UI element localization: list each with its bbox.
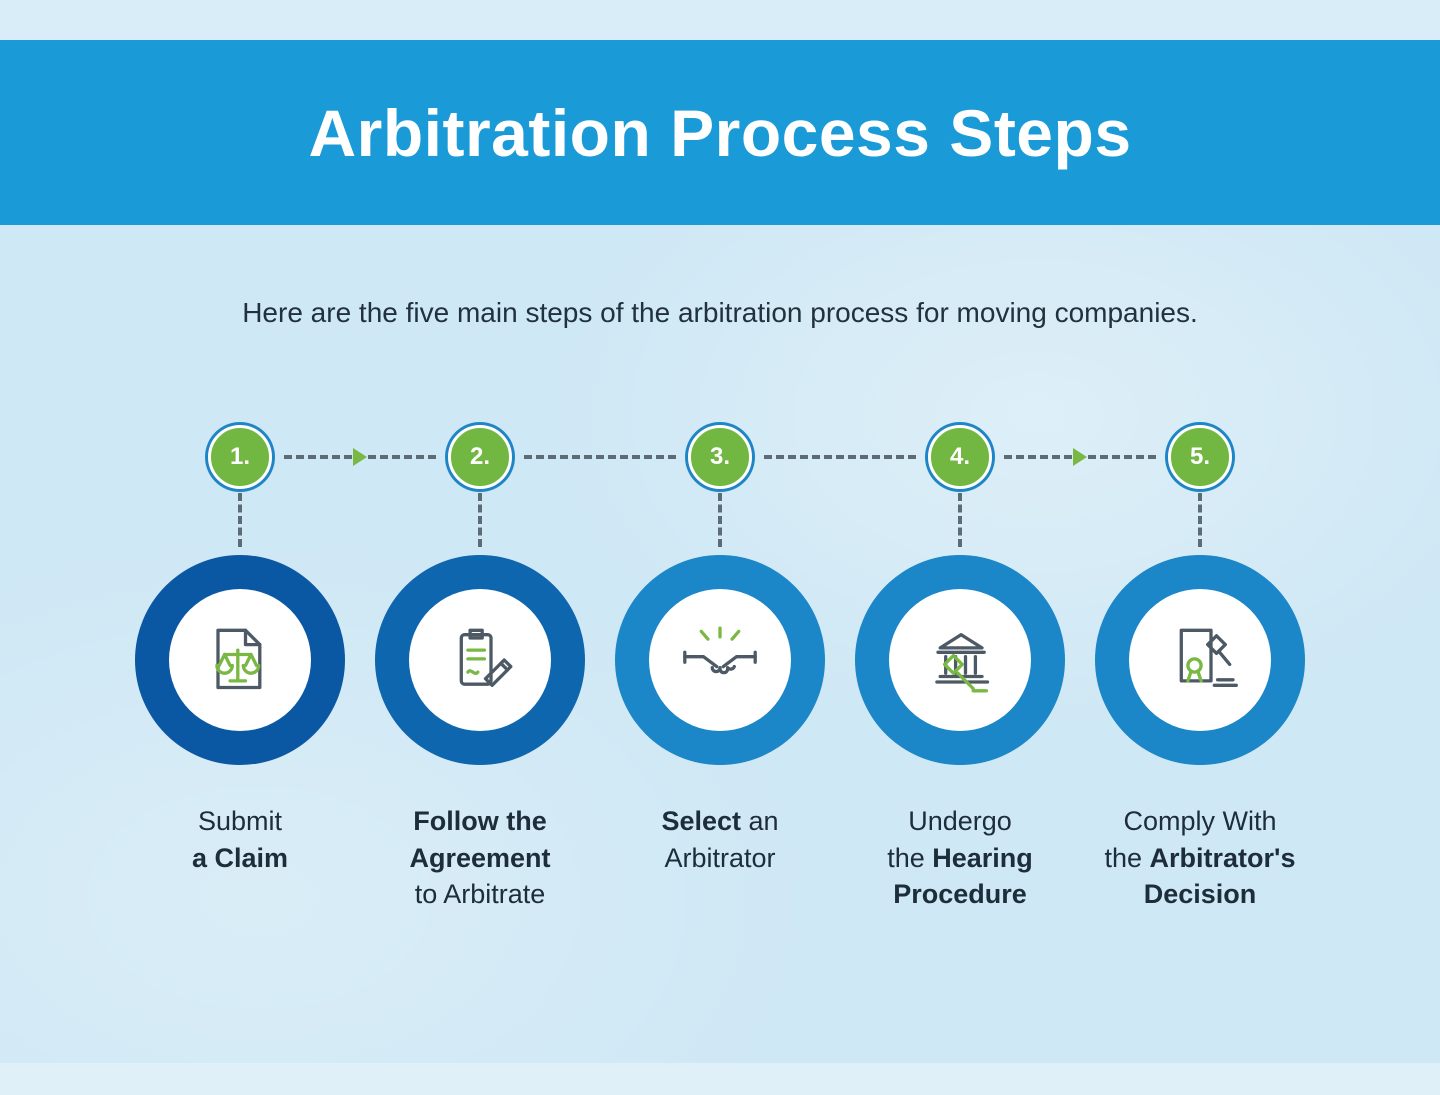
step-caption: Undergo the Hearing Procedure <box>887 803 1033 913</box>
decision-gavel-icon <box>1179 628 1238 687</box>
steps-row: Submit a Claim <box>120 551 1320 913</box>
step-number-badge: 4. <box>928 425 992 489</box>
steps-area: 1. 2. 3. 4. 5. <box>120 425 1320 913</box>
step-icon-ring <box>375 555 585 765</box>
handshake-icon <box>683 626 757 675</box>
step-icon-circle <box>889 589 1031 731</box>
caption-line: Comply With <box>1123 806 1277 836</box>
step-column-3: Select an Arbitrator <box>600 551 840 913</box>
arrow-right-icon <box>353 448 367 466</box>
step-icon-ring <box>615 555 825 765</box>
step-icon-circle <box>1129 589 1271 731</box>
arrow-right-icon <box>1073 448 1087 466</box>
timeline: 1. 2. 3. 4. 5. <box>120 425 1320 491</box>
step-column-5: Comply With the Arbitrator's Decision <box>1080 551 1320 913</box>
step-icon-ring <box>135 555 345 765</box>
step-icon-circle <box>409 589 551 731</box>
timeline-dash <box>764 455 916 459</box>
caption-line: Undergo <box>908 806 1012 836</box>
bottom-strip <box>0 1063 1440 1095</box>
timeline-dash <box>524 455 676 459</box>
step-column-1: Submit a Claim <box>120 551 360 913</box>
step-column-2: Follow the Agreement to Arbitrate <box>360 551 600 913</box>
vertical-connector <box>1198 493 1202 547</box>
top-strip <box>0 0 1440 40</box>
courthouse-gavel-icon <box>935 633 990 693</box>
step-icon-ring <box>855 555 1065 765</box>
caption-line: a Claim <box>191 842 289 873</box>
step-number-badge: 3. <box>688 425 752 489</box>
step-caption: Select an Arbitrator <box>661 803 778 876</box>
caption-line: Follow the <box>413 806 547 836</box>
page-title: Arbitration Process Steps <box>308 95 1132 170</box>
caption-line: Arbitrator <box>664 842 776 873</box>
step-icon-circle <box>649 589 791 731</box>
step-caption: Follow the Agreement to Arbitrate <box>409 803 550 913</box>
step-icon-circle <box>169 589 311 731</box>
vertical-connector <box>958 493 962 547</box>
vertical-connectors <box>120 491 1320 551</box>
vertical-connector <box>238 493 242 547</box>
step-icon-ring <box>1095 555 1305 765</box>
caption-line: to Arbitrate <box>414 879 546 910</box>
header-band: Arbitration Process Steps <box>0 40 1440 225</box>
caption-line: Select an <box>661 806 779 836</box>
caption-line: Submit <box>197 806 283 836</box>
step-number-badge: 2. <box>448 425 512 489</box>
caption-line: the Arbitrator's <box>1104 842 1296 873</box>
agreement-signing-icon <box>459 628 513 687</box>
caption-line: the Hearing <box>887 842 1033 873</box>
caption-line: Procedure <box>893 879 1027 910</box>
document-scales-icon <box>215 628 262 690</box>
intro-text: Here are the five main steps of the arbi… <box>242 297 1198 328</box>
step-number-badge: 5. <box>1168 425 1232 489</box>
step-caption: Submit a Claim <box>192 803 288 876</box>
caption-line: Decision <box>1143 879 1257 910</box>
step-column-4: Undergo the Hearing Procedure <box>840 551 1080 913</box>
step-caption: Comply With the Arbitrator's Decision <box>1105 803 1296 913</box>
vertical-connector <box>718 493 722 547</box>
vertical-connector <box>478 493 482 547</box>
step-number-badge: 1. <box>208 425 272 489</box>
caption-line: Agreement <box>409 842 551 873</box>
